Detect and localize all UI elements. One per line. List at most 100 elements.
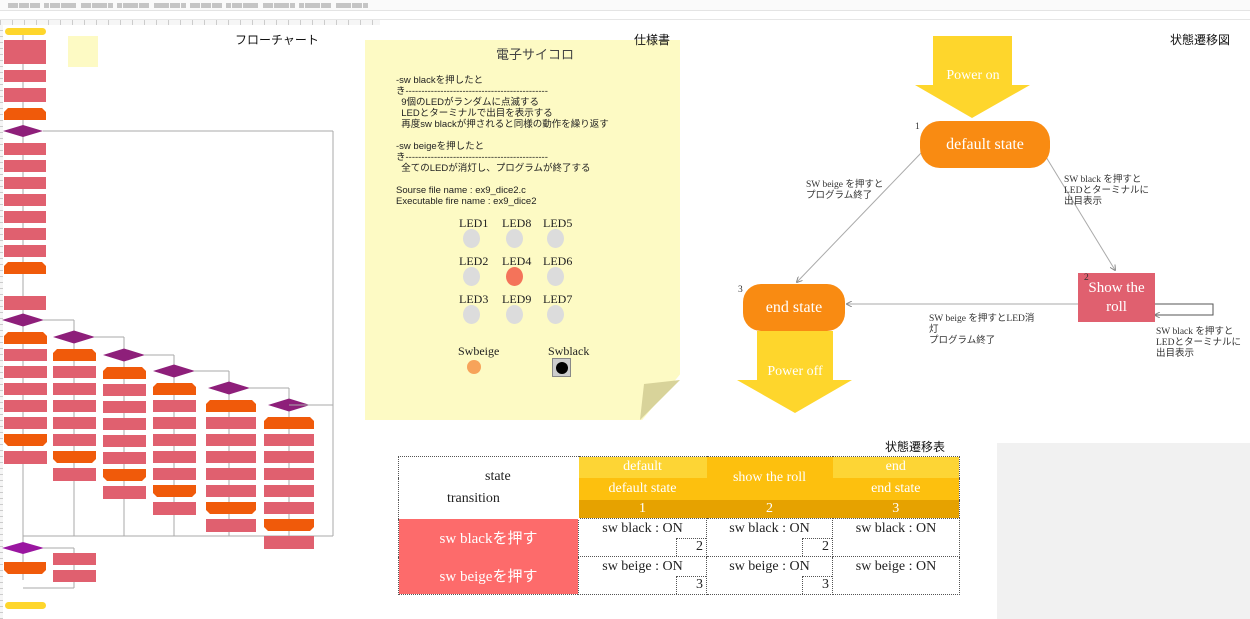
toolbar-icon[interactable]: [169, 3, 175, 8]
process-box: [103, 384, 146, 396]
toolbar-icon[interactable]: [159, 3, 164, 8]
toolbar-icon[interactable]: [60, 3, 66, 8]
table-corner: state transition: [398, 456, 579, 519]
loop-end-box: [103, 469, 146, 481]
decision-diamond: [2, 313, 44, 327]
toolbar-icon[interactable]: [248, 3, 253, 8]
led-indicator: [463, 229, 480, 248]
toolbar-icon[interactable]: [8, 3, 13, 8]
toolbar-icon[interactable]: [357, 3, 363, 8]
spec-heading: 電子サイコロ: [496, 47, 575, 62]
toolbar-icon[interactable]: [71, 3, 77, 8]
toolbar-icon[interactable]: [279, 3, 284, 8]
toolbar-icon[interactable]: [315, 3, 321, 8]
toolbar-icon[interactable]: [289, 3, 295, 8]
spec-line: [396, 130, 676, 141]
process-box: [153, 434, 196, 446]
toolbar-icon[interactable]: [164, 3, 170, 8]
toolbar-icon[interactable]: [180, 3, 186, 8]
toolbar-icon[interactable]: [351, 3, 357, 8]
toolbar-icon[interactable]: [44, 3, 50, 8]
formula-bar[interactable]: [0, 11, 1250, 20]
led-label: LED4: [502, 254, 532, 268]
toolbar-icon[interactable]: [362, 3, 368, 8]
toolbar-icon[interactable]: [320, 3, 326, 8]
gray-panel: [997, 443, 1250, 619]
process-box: [4, 383, 47, 395]
toolbar-icon[interactable]: [326, 3, 332, 8]
toolbar-icon[interactable]: [86, 3, 92, 8]
toolbar-icon[interactable]: [262, 3, 268, 8]
toolbar-icon[interactable]: [335, 3, 341, 8]
toolbar-icon[interactable]: [153, 3, 159, 8]
decision-diamond: [3, 125, 43, 137]
toolbar-icon[interactable]: [35, 3, 40, 8]
toolbar-icon[interactable]: [102, 3, 108, 8]
toolbar-icon[interactable]: [206, 3, 212, 8]
process-box: [4, 211, 46, 223]
toolbar-icon[interactable]: [195, 3, 201, 8]
loop-box: [53, 349, 96, 361]
toolbar-icon[interactable]: [122, 3, 128, 8]
led-indicator: [547, 267, 564, 286]
state-diagram-title: 状態遷移図: [1170, 33, 1231, 47]
col-default-short: default: [578, 456, 707, 478]
transition-show-end: SW beige を押すとLED消 灯 プログラム終了: [929, 314, 1035, 346]
spec-note: [365, 40, 680, 420]
toolbar-icon[interactable]: [133, 3, 139, 8]
toolbar-icon[interactable]: [144, 3, 150, 8]
led-label: LED2: [459, 254, 489, 268]
toolbar-icon[interactable]: [284, 3, 290, 8]
toolbar-icon[interactable]: [231, 3, 237, 8]
toolbar-icon[interactable]: [128, 3, 133, 8]
toolbar-icon[interactable]: [200, 3, 206, 8]
toolbar-icon[interactable]: [107, 3, 113, 8]
toolbar-icon[interactable]: [175, 3, 181, 8]
sw-beige-button: [467, 360, 481, 374]
toolbar-icon[interactable]: [66, 3, 71, 8]
toolbar-icon[interactable]: [91, 3, 97, 8]
toolbar-icon[interactable]: [211, 3, 217, 8]
toolbar-icon[interactable]: [190, 3, 195, 8]
col-show-name: show the roll: [706, 456, 833, 500]
toolbar-icon[interactable]: [299, 3, 305, 8]
col-end-name: end state: [832, 477, 960, 500]
spec-line: 9個のLEDがランダムに点滅する: [396, 97, 540, 108]
decision-diamond: [153, 364, 195, 378]
toolbar-icon[interactable]: [273, 3, 279, 8]
toolbar-icon[interactable]: [226, 3, 232, 8]
toolbar-icon[interactable]: [24, 3, 30, 8]
toolbar-icon[interactable]: [29, 3, 35, 8]
process-box: [53, 417, 96, 429]
toolbar-icon[interactable]: [310, 3, 315, 8]
toolbar-icon[interactable]: [49, 3, 55, 8]
toolbar-icon[interactable]: [138, 3, 144, 8]
toolbar-icon[interactable]: [253, 3, 259, 8]
toolbar-icon[interactable]: [341, 3, 346, 8]
toolbar-icon[interactable]: [97, 3, 102, 8]
toolbar-icon[interactable]: [13, 3, 19, 8]
toolbar-icon[interactable]: [237, 3, 243, 8]
toolbar-icon[interactable]: [55, 3, 61, 8]
loop-box: [4, 262, 46, 274]
toolbar-icon[interactable]: [268, 3, 274, 8]
process-box: [53, 434, 96, 446]
decision-diamond: [103, 348, 145, 362]
toolbar-icon[interactable]: [117, 3, 123, 8]
loop-box: [153, 383, 196, 395]
process-box: [4, 40, 46, 52]
loop-box: [264, 417, 314, 429]
process-box: [4, 194, 46, 206]
process-box: [103, 435, 146, 447]
process-box: [4, 245, 46, 257]
col-num: 1: [639, 500, 646, 516]
decision-diamond: [208, 381, 250, 395]
toolbar-icon[interactable]: [18, 3, 24, 8]
process-box: [53, 553, 96, 565]
toolbar-icon[interactable]: [80, 3, 86, 8]
process-box: [103, 418, 146, 430]
toolbar-icon[interactable]: [304, 3, 310, 8]
toolbar-icon[interactable]: [242, 3, 248, 8]
toolbar-icon[interactable]: [346, 3, 352, 8]
toolbar-icon[interactable]: [217, 3, 222, 8]
